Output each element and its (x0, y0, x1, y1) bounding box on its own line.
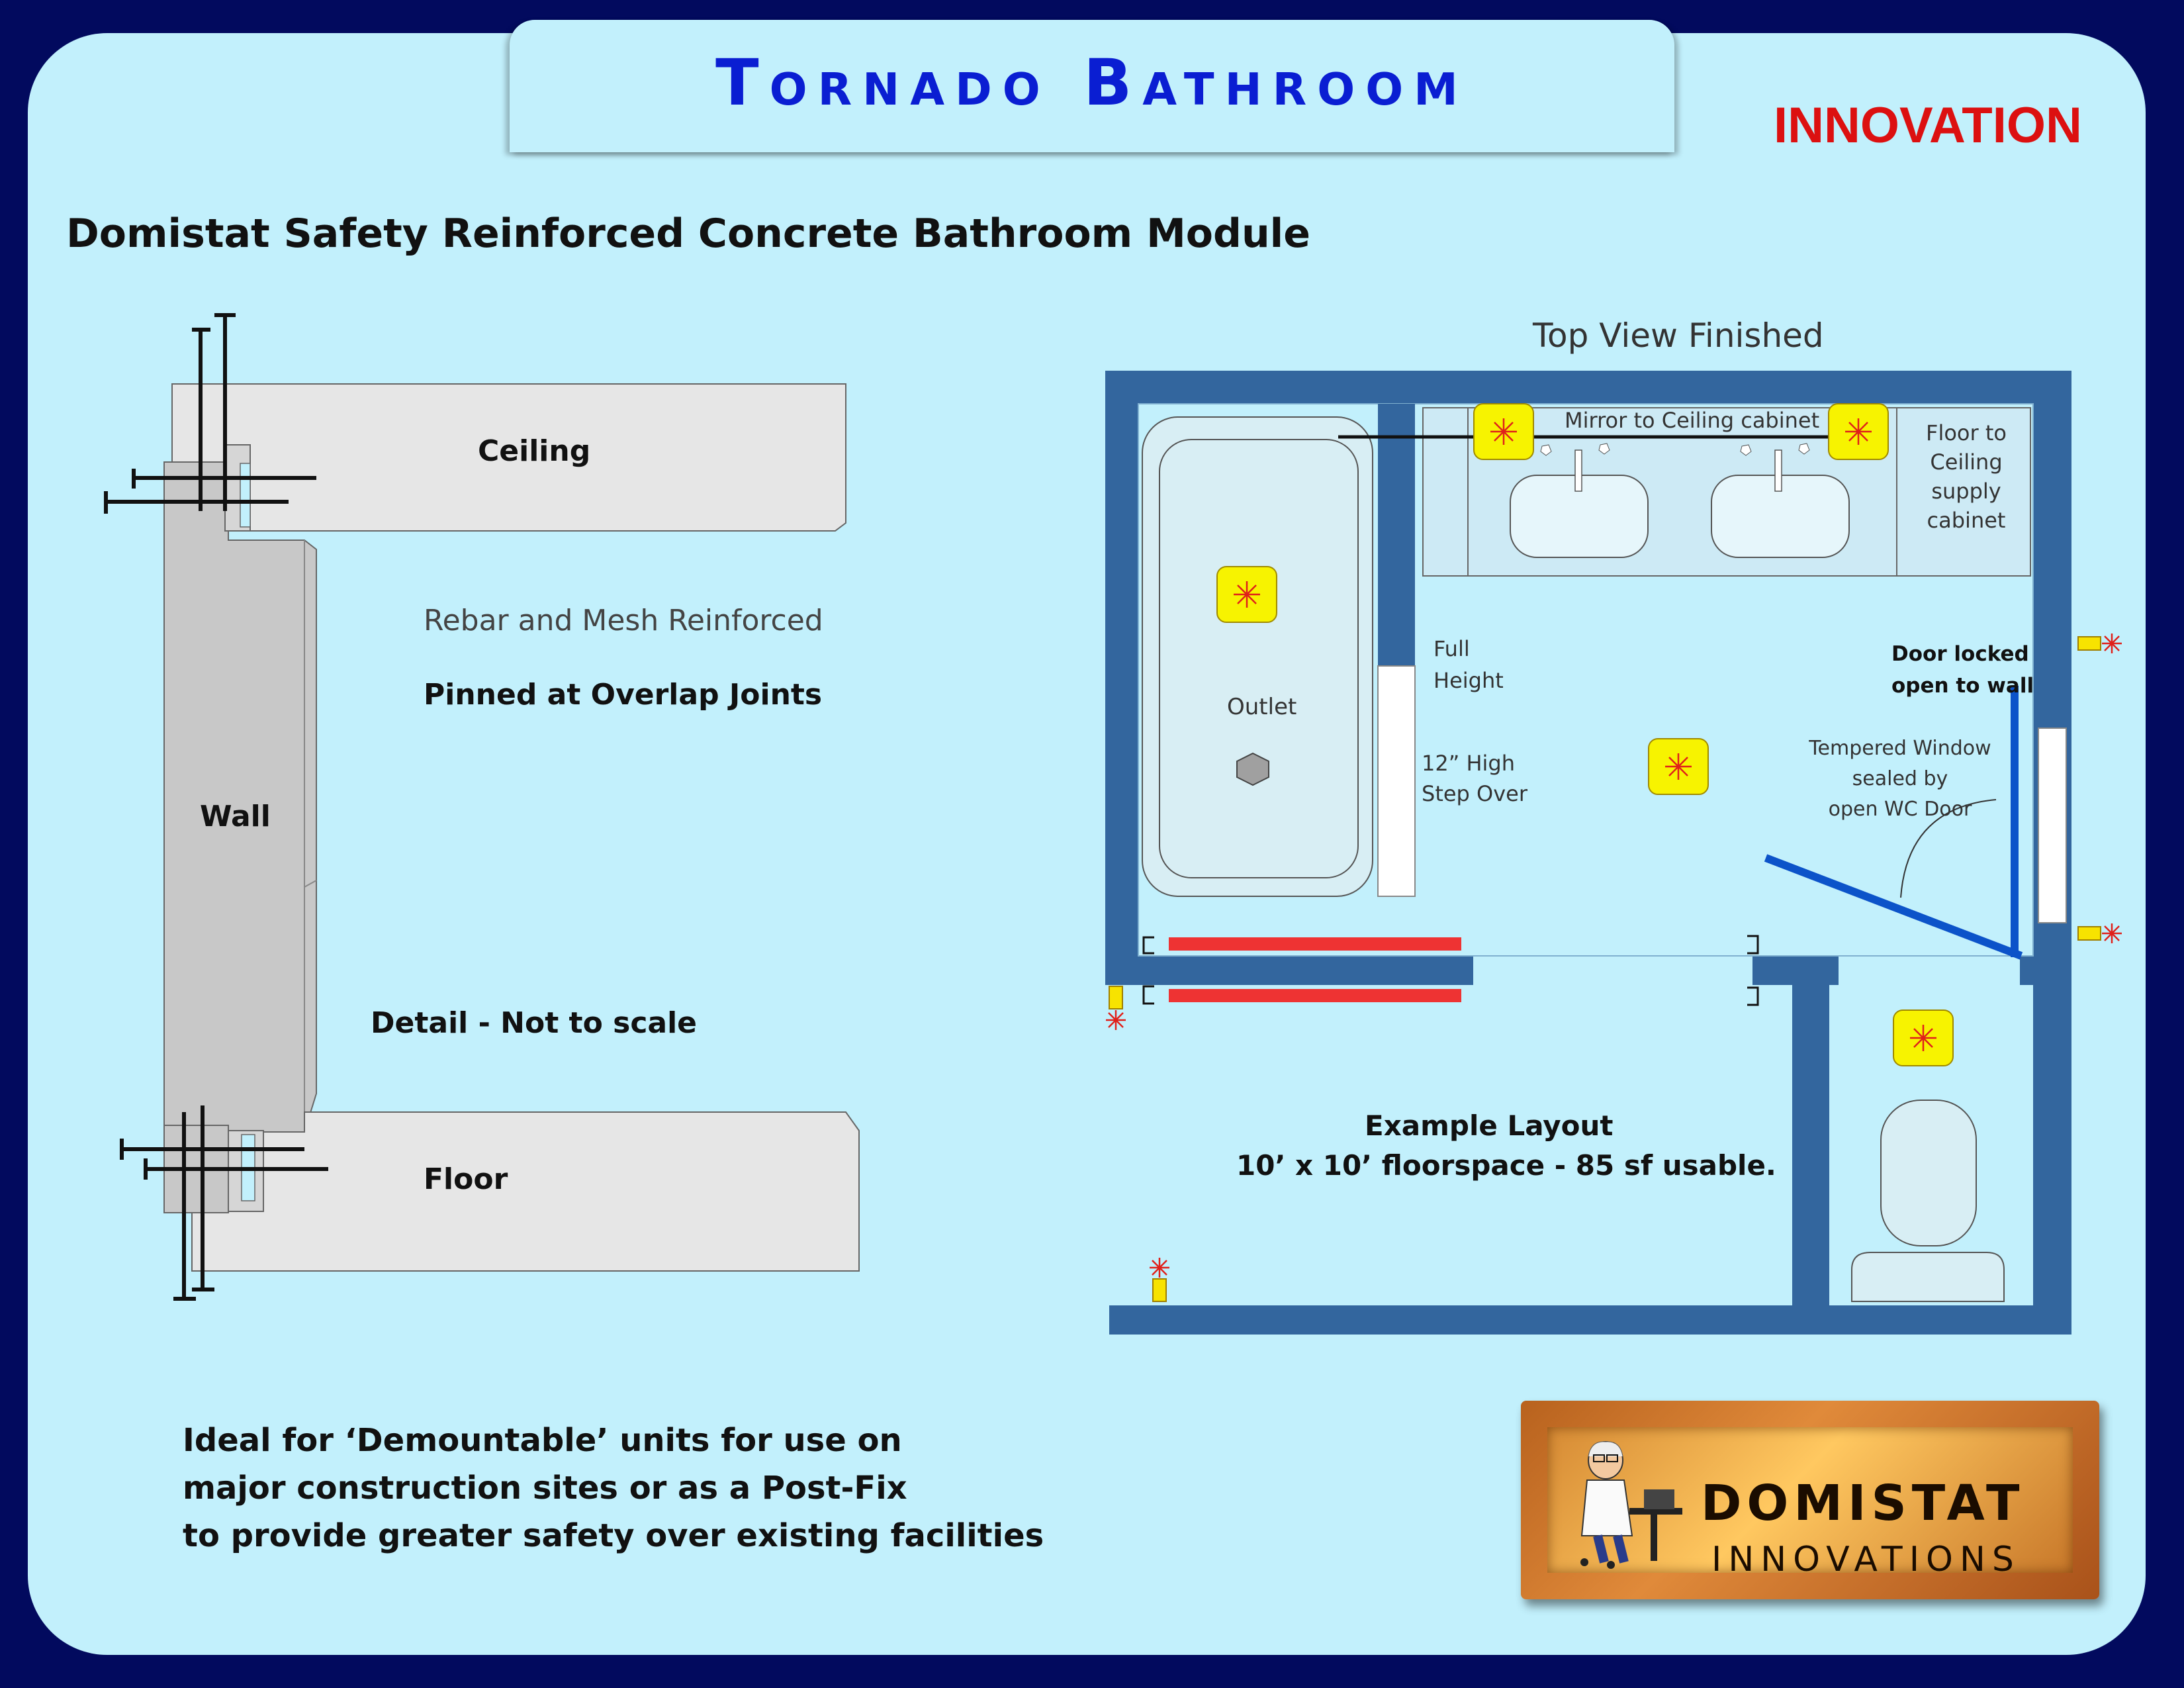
full-height-label: Full Height (1433, 633, 1504, 696)
light-vanity-right (1827, 402, 1889, 461)
wall-joint (304, 880, 317, 888)
cabinet-line: Ceiling (1930, 449, 2003, 475)
step-over-wall (1377, 665, 1416, 897)
knob-left-2 (1598, 443, 1610, 455)
logo-tagline: INNOVATIONS (1711, 1540, 2021, 1579)
subtitle: Domistat Safety Reinforced Concrete Bath… (66, 211, 1310, 257)
bottom-note-line: Ideal for ‘Demountable’ units for use on (183, 1422, 902, 1459)
plan-heading: Top View Finished (1533, 316, 1824, 355)
rail-lower (1169, 989, 1461, 1002)
door-locked-label: Door locked open to wall (1891, 638, 2034, 702)
logo-plate: DOMISTAT INNOVATIONS (1547, 1427, 2073, 1579)
scale-note: Detail - Not to scale (371, 1006, 698, 1040)
upper-pins (104, 313, 316, 514)
lower-pins (120, 1105, 328, 1301)
full-height-line: Full (1433, 636, 1470, 661)
pinned-note: Pinned at Overlap Joints (424, 678, 823, 712)
toilet-tank (1851, 1252, 2005, 1302)
knob-right-2 (1798, 443, 1810, 455)
full-height-line: Height (1433, 668, 1504, 693)
window-line: sealed by (1852, 767, 1948, 790)
bottom-note: Ideal for ‘Demountable’ units for use on… (183, 1417, 1044, 1560)
scientist-icon (1580, 1441, 1682, 1569)
mirror-label: Mirror to Ceiling cabinet (1565, 408, 1820, 433)
rebar-note: Rebar and Mesh Reinforced (424, 604, 823, 637)
light-bath (1216, 565, 1278, 624)
bath-partition (1378, 404, 1415, 666)
step-over-line: 12” High (1422, 751, 1516, 776)
interior-lower (1138, 985, 1792, 1305)
outlet-drain (1236, 752, 1269, 786)
bathtub-inner (1159, 439, 1359, 878)
wc-door (1764, 854, 2023, 960)
door-locked-line: open to wall (1891, 674, 2034, 698)
floor-slab (191, 1111, 860, 1272)
step-over-label: 12” High Step Over (1422, 748, 1527, 809)
concrete-detail-diagram (104, 313, 860, 1301)
bottom-note-line: to provide greater safety over existing … (183, 1517, 1044, 1554)
logo-wordmark: DOMISTAT (1701, 1475, 2025, 1532)
knob-right-1 (1740, 444, 1752, 456)
ceiling-label: Ceiling (478, 434, 591, 468)
door-locked-line: Door locked (1891, 642, 2029, 666)
step-over-line: Step Over (1422, 781, 1527, 806)
fixture-right-lower (2077, 922, 2123, 945)
floor-plan (1105, 371, 2123, 1335)
cabinet-line: supply (1931, 479, 2001, 504)
light-wc (1892, 1009, 1954, 1067)
example-layout-label: Example Layout (1365, 1109, 1614, 1142)
rail-upper (1169, 937, 1461, 951)
rail-brackets (1142, 935, 1759, 1006)
innovation-label: INNOVATION (1774, 97, 2082, 154)
knob-left-1 (1540, 444, 1552, 456)
cabinet-line: cabinet (1927, 508, 2006, 533)
ceiling-joint-gap (240, 463, 251, 528)
domistat-logo: DOMISTAT INNOVATIONS (1521, 1401, 2099, 1599)
light-vanity-left (1473, 402, 1535, 461)
inner-frame (1138, 403, 2034, 957)
tempered-window (2038, 727, 2067, 923)
wall-label: Wall (200, 800, 271, 833)
outlet-label: Outlet (1227, 694, 1297, 720)
faucet-right (1774, 449, 1782, 492)
cabinet-label: Floor to Ceiling supply cabinet (1926, 418, 2007, 535)
title-tab: Tornado Bathroom (510, 20, 1674, 152)
bottom-note-line: major construction sites or as a Post-Fi… (183, 1470, 907, 1507)
floor-label: Floor (424, 1162, 508, 1196)
cabinet-line: Floor to (1926, 420, 2007, 445)
toilet-bowl (1880, 1100, 1977, 1246)
door-swing (1900, 799, 1997, 898)
window-line: Tempered Window (1809, 737, 1991, 760)
fixture-right-upper (2077, 632, 2123, 655)
fixture-left (1105, 985, 1127, 1031)
wall-slab (163, 461, 317, 1213)
window-label: Tempered Window sealed by open WC Door (1799, 733, 2001, 825)
page-title: Tornado Bathroom (715, 46, 1469, 120)
floorspace-label: 10’ x 10’ floorspace - 85 sf usable. (1236, 1149, 1776, 1182)
light-center (1647, 737, 1709, 796)
faucet-left (1574, 449, 1582, 492)
window-line: open WC Door (1828, 798, 1972, 821)
